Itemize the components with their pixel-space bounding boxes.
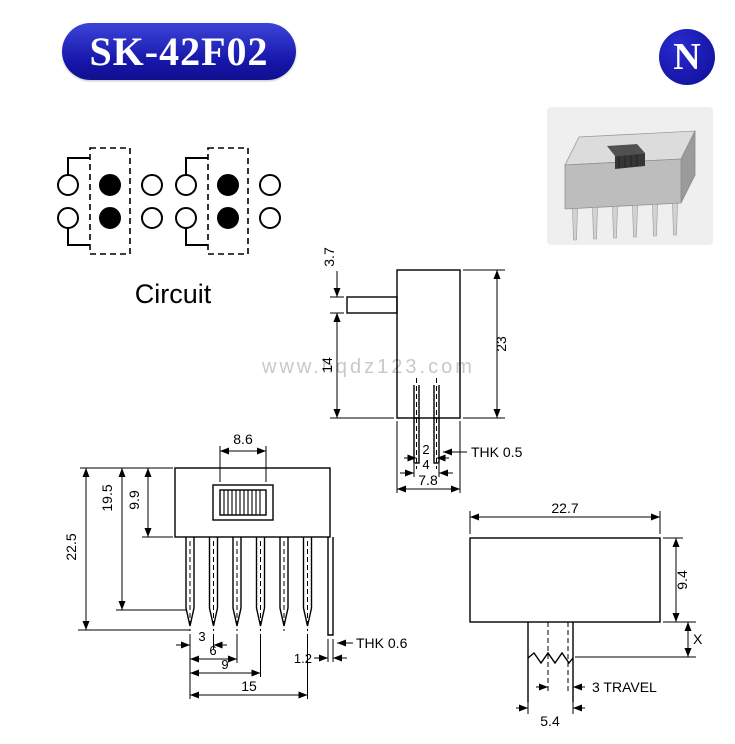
brand-logo-icon: N [659, 29, 715, 85]
knob-face [219, 489, 267, 516]
dim-body-depth-label: 7.8 [418, 472, 438, 488]
dim-stem-width-label: 5.4 [540, 713, 560, 729]
dim-body-height-label: 9.9 [126, 490, 142, 510]
front-view-dimension-lines [78, 446, 353, 699]
product-photo [547, 107, 713, 245]
brand-letter: N [673, 36, 701, 78]
dim-lever-thickness-label: 3.7 [321, 247, 337, 267]
dim-knob-width-label: 8.6 [233, 431, 253, 447]
front-view-outline [174, 467, 334, 636]
circuit-contacts [57, 174, 281, 229]
dim-lever-to-base-label: 14 [319, 357, 335, 373]
dim-pin-pitch-front-label: 3 [198, 629, 205, 644]
dim-pin-span-label: 4 [422, 457, 429, 472]
top-view-drawing: 22.7 9.4 X 3 TRAVEL 5.4 [469, 500, 703, 729]
stem-hidden-lines [547, 622, 569, 692]
model-badge: SK-42F02 [62, 23, 296, 80]
front-pin-centerlines [189, 541, 308, 631]
front-pins [185, 537, 313, 627]
dim-travel-label: 3 TRAVEL [592, 679, 657, 695]
side-view-drawing: 3.7 14 23 2 4 7.8 THK 0.5 [319, 247, 523, 493]
side-view-outline [346, 269, 461, 464]
dim-stem-length-label: X [693, 631, 703, 647]
side-view-dimension-lines [330, 269, 505, 493]
thickness-note-front: THK 0.6 [356, 635, 408, 651]
knob-serrations [223, 490, 261, 515]
switch-body-3d [564, 130, 696, 210]
break-line [527, 651, 574, 665]
dim-to-pin-shoulder-label: 19.5 [99, 484, 115, 511]
dim-pin-pitch-label: 2 [422, 442, 429, 457]
dim-body-depth-top-label: 9.4 [674, 570, 690, 590]
dim-total-height-label: 23 [493, 336, 509, 352]
model-number: SK-42F02 [89, 29, 269, 74]
side-view-centerlines [416, 378, 437, 469]
thickness-note-side: THK 0.5 [471, 444, 523, 460]
front-view-drawing: 8.6 9.9 19.5 22.5 3 6 9 15 1.2 THK 0.6 [63, 431, 408, 699]
dim-pin-width-label: 1.2 [294, 651, 312, 666]
watermark: www.hqdz123.com [262, 356, 475, 378]
mounting-lug [327, 537, 334, 636]
dim-front-total-height-label: 22.5 [63, 533, 79, 560]
top-view-dimension-lines [469, 511, 696, 714]
dim-body-width-label: 22.7 [551, 500, 578, 516]
switch-pins-3d [572, 202, 678, 241]
circuit-label: Circuit [135, 279, 212, 309]
dim-pin-row-span-label: 15 [241, 678, 257, 694]
top-view-outline [469, 537, 661, 702]
dim-pitch-three-label: 9 [221, 657, 228, 672]
circuit-slider-box-2 [207, 147, 249, 255]
circuit-diagram: Circuit [57, 147, 281, 309]
dim-pitch-two-label: 6 [209, 643, 216, 658]
circuit-connector-lines [67, 157, 208, 246]
switch-knob-3d [607, 144, 645, 156]
circuit-slider-box-1 [89, 147, 131, 255]
